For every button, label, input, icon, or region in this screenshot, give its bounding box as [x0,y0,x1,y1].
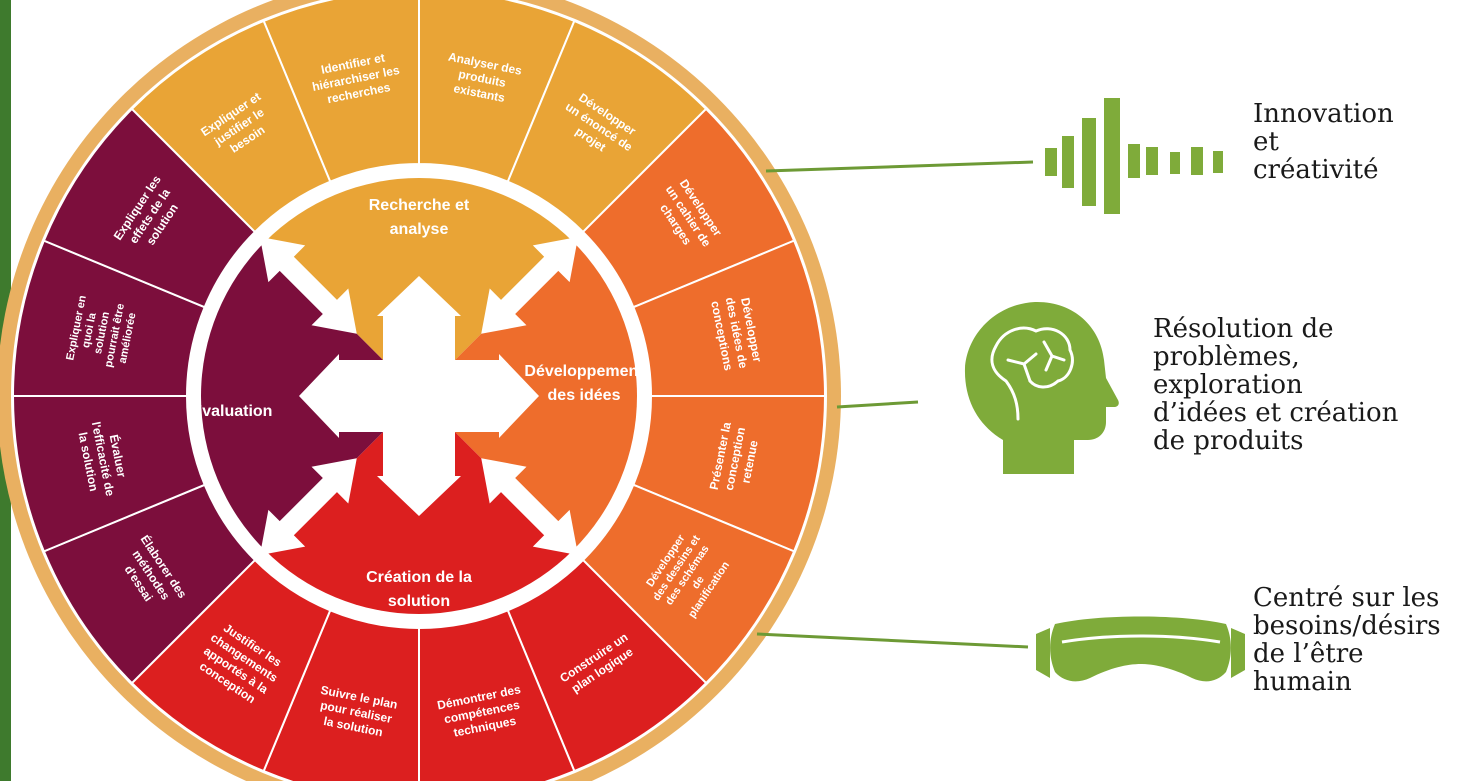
wheel-segment [130,19,332,234]
feature-human-line: humain [1253,667,1352,697]
feature-problem-line: de produits [1153,426,1304,456]
double-arrow-icon [259,236,357,334]
feature-innovation-line: et [1253,127,1279,157]
sound-wave-icon [1045,98,1223,214]
brain-head-icon [964,301,1119,474]
double-arrow-icon [259,458,357,556]
feature-human-centered-text: Centré sur les besoins/désirs de l’être … [1253,584,1441,696]
feature-problem-line: d’idées et création [1153,398,1399,428]
feature-problem-line: exploration [1153,370,1303,400]
connector-line-innovation [765,160,1034,173]
four-way-arrow-icon [299,276,539,516]
feature-human-line: de l’être [1253,639,1364,669]
double-arrow-icon [481,236,579,334]
feature-problem-line: problèmes, [1153,342,1300,372]
wheel-segment [418,609,576,781]
quadrant-label: solution [388,593,450,610]
quadrant-label: analyse [390,221,449,238]
double-arrow-icon [481,458,579,556]
vr-goggles-icon [1036,616,1245,682]
connector-line-human-centered [756,632,1029,649]
connector-line-problem-solving [836,400,919,409]
feature-innovation-text: Innovation et créativité [1253,100,1394,184]
feature-human-line: besoins/désirs [1253,611,1441,641]
quadrant-label: Création de la [366,569,472,586]
feature-problem-line: Résolution de [1153,314,1334,344]
segment-label-line: de [690,574,707,591]
feature-problem-solving-text: Résolution de problèmes, exploration d’i… [1153,315,1398,455]
wheel-segments [11,0,827,781]
wheel-segment [262,0,420,183]
quadrant-label: des idées [548,387,621,404]
quadrant-label: Développement [524,363,644,380]
feature-human-line: Centré sur les [1253,583,1440,613]
quadrant-label: Recherche et [369,197,470,214]
feature-innovation-line: créativité [1253,155,1379,185]
quadrant-label: Évaluation [192,401,273,420]
feature-innovation-line: Innovation [1253,99,1394,129]
